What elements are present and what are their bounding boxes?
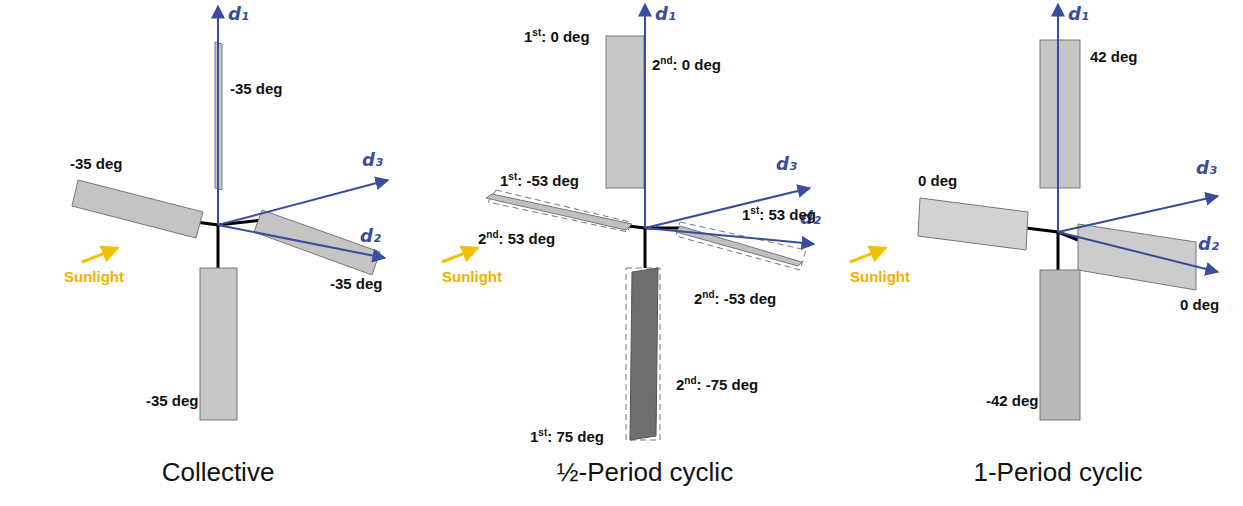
vane — [486, 194, 632, 230]
ordinal-suffix: st — [508, 171, 517, 182]
axis — [218, 180, 388, 225]
vane — [200, 268, 237, 420]
angle-label: 2nd: -53 deg — [694, 290, 776, 307]
axis — [644, 4, 646, 228]
ordinal-suffix: nd — [702, 289, 714, 300]
angle-label: 2nd: -75 deg — [676, 376, 758, 393]
axis-label: d₂ — [360, 226, 381, 247]
axis — [1057, 4, 1059, 232]
axis-label: d₃ — [1196, 158, 1217, 179]
angle-label: 2nd: 53 deg — [478, 230, 555, 247]
angle-value: : -75 deg — [697, 376, 759, 393]
vane-alt-outline — [626, 268, 660, 440]
vane — [606, 36, 644, 188]
angle-value: : 53 deg — [499, 230, 556, 247]
vane — [918, 198, 1028, 250]
ordinal-suffix: st — [750, 205, 759, 216]
angle-value: : -53 deg — [715, 290, 777, 307]
axis — [218, 225, 385, 258]
sunlight-label: Sunlight — [64, 268, 124, 285]
one-period-panel — [850, 4, 1218, 420]
ordinal-suffix: st — [532, 27, 541, 38]
vane — [1078, 224, 1196, 290]
vane — [254, 210, 380, 275]
axis-label: d₂ — [1198, 234, 1219, 255]
hub-arm — [1057, 232, 1060, 270]
angle-label: -35 deg — [70, 155, 123, 172]
angle-value: : 53 deg — [759, 206, 816, 223]
axis — [645, 228, 814, 244]
angle-value: : -53 deg — [517, 172, 579, 189]
panel-caption: 1-Period cyclic — [973, 458, 1142, 488]
angle-label: 0 deg — [918, 172, 957, 189]
hub-arm — [217, 225, 220, 270]
angle-label: 1st: 0 deg — [524, 28, 590, 45]
sunlight-arrow — [82, 248, 118, 262]
angle-label: -35 deg — [330, 275, 383, 292]
ordinal-suffix: nd — [486, 229, 498, 240]
axis — [1058, 196, 1218, 232]
axis-label: d₁ — [228, 4, 249, 25]
hub-arm — [644, 228, 647, 268]
angle-value: : 0 deg — [541, 28, 589, 45]
panel-caption: ½-Period cyclic — [557, 458, 733, 488]
axis — [217, 6, 219, 225]
angle-label: 42 deg — [1090, 48, 1138, 65]
sunlight-label: Sunlight — [850, 268, 910, 285]
collective-panel — [72, 6, 388, 420]
axis-label: d₃ — [776, 154, 797, 175]
panel-caption: Collective — [162, 458, 275, 488]
angle-value: : 0 deg — [673, 56, 721, 73]
angle-label: 0 deg — [1180, 296, 1219, 313]
axis — [1058, 232, 1218, 272]
axis-label: d₁ — [655, 4, 676, 25]
half-period-panel — [442, 4, 814, 440]
hub-arm — [628, 226, 645, 228]
vane — [1040, 270, 1080, 420]
angle-label: 1st: 53 deg — [742, 206, 816, 223]
angle-value: : 75 deg — [547, 428, 604, 445]
ordinal-suffix: nd — [660, 55, 672, 66]
axis-label: d₃ — [362, 150, 383, 171]
ordinal-suffix: st — [538, 427, 547, 438]
axis-label: d₁ — [1068, 4, 1089, 25]
angle-label: -42 deg — [986, 392, 1039, 409]
vane — [1040, 40, 1080, 188]
sunlight-arrow — [850, 248, 886, 262]
angle-label: 2nd: 0 deg — [652, 56, 721, 73]
angle-label: -35 deg — [146, 392, 199, 409]
hub-arm — [1026, 228, 1058, 232]
angle-label: -35 deg — [230, 80, 283, 97]
vane — [630, 268, 658, 440]
sunlight-label: Sunlight — [442, 268, 502, 285]
vane-alt-outline — [676, 222, 806, 270]
angle-label: 1st: -53 deg — [500, 172, 579, 189]
sunlight-arrow — [442, 248, 478, 262]
angle-label: 1st: 75 deg — [530, 428, 604, 445]
ordinal-suffix: nd — [684, 375, 696, 386]
vane — [72, 180, 203, 238]
